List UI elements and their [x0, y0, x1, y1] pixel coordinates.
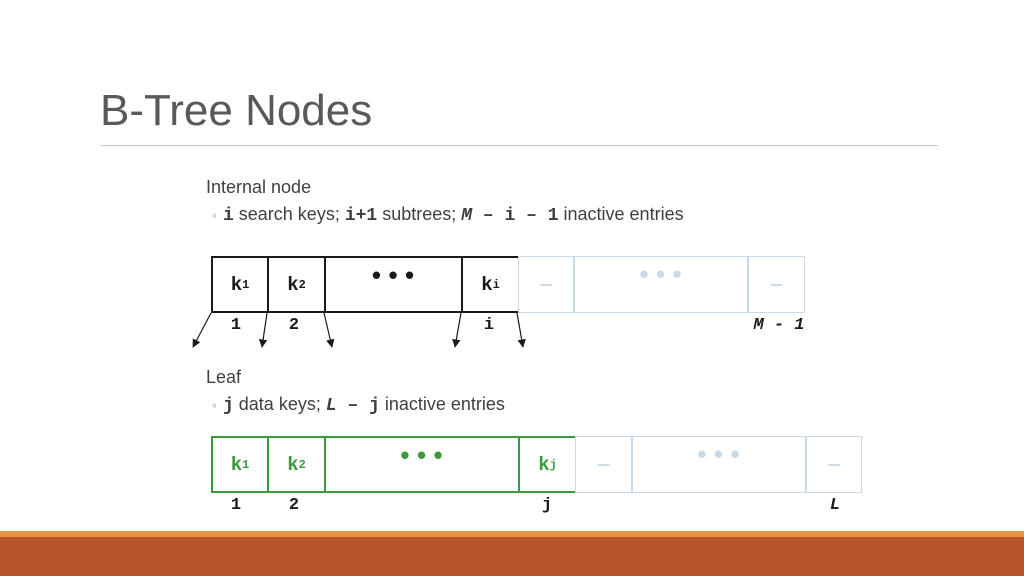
internal-index-label: 2: [288, 316, 300, 335]
internal-run: i+1: [344, 206, 378, 226]
subtree-arrow-4: [452, 312, 462, 348]
key-subscript: 2: [298, 277, 306, 292]
key-subscript: 1: [242, 457, 250, 472]
key-label: —: [770, 273, 783, 296]
key-subscript: 2: [298, 457, 306, 472]
subtree-arrow-2: [258, 312, 268, 348]
subtree-arrow-5: [516, 312, 526, 348]
internal-index-label: M - 1: [753, 316, 805, 335]
subtree-arrow-3: [323, 312, 335, 348]
leaf-run: – j: [336, 396, 380, 416]
internal-index-label: 1: [230, 316, 242, 335]
key-label: •••: [397, 442, 447, 472]
internal-node-heading: Internal node: [206, 177, 312, 197]
leaf-index-label: 2: [288, 496, 300, 515]
key-label: —: [828, 453, 840, 476]
internal-run: M: [461, 206, 473, 226]
internal-bullet-text: i search keys; i+1 subtrees; M – i – 1 i…: [222, 204, 684, 226]
leaf-run: L: [325, 396, 337, 416]
key-label: k: [230, 453, 243, 476]
leaf-heading: Leaf: [206, 367, 242, 387]
key-label: •••: [636, 261, 686, 291]
leaf-index-label: L: [829, 496, 841, 515]
leaf-bullet: ◦ j data keys; L – j inactive entries: [212, 394, 505, 416]
internal-run: subtrees;: [377, 204, 462, 224]
key-label: •••: [368, 262, 419, 292]
leaf-key-cell: —: [575, 436, 632, 493]
title-divider: [100, 145, 938, 146]
key-label: k: [481, 273, 493, 296]
internal-key-cell: —: [518, 256, 574, 313]
subtree-arrow-1: [192, 312, 212, 348]
leaf-key-cell: —: [806, 436, 862, 493]
internal-node-bullet: ◦ i search keys; i+1 subtrees; M – i – 1 …: [212, 204, 684, 226]
internal-run: search keys;: [233, 204, 345, 224]
footer-accent-bar: [0, 537, 1024, 576]
internal-key-cell: —: [748, 256, 805, 313]
key-label: k: [287, 273, 299, 296]
footer-accent-stripe: [0, 531, 1024, 537]
key-subscript: 1: [242, 277, 250, 292]
bullet-marker-icon: ◦: [212, 207, 217, 223]
leaf-index-label: j: [541, 496, 553, 515]
internal-run: inactive entries: [558, 204, 684, 224]
key-subscript: i: [492, 277, 500, 292]
slide-title: B-Tree Nodes: [100, 86, 373, 135]
internal-index-label: i: [483, 316, 495, 335]
leaf-run: j: [222, 396, 234, 416]
internal-run: i: [222, 206, 234, 226]
key-subscript: j: [549, 457, 557, 472]
bullet-marker-icon: ◦: [212, 397, 217, 413]
key-label: k: [538, 453, 550, 476]
leaf-run: data keys;: [233, 394, 326, 414]
internal-key-cell: •••: [574, 256, 748, 313]
leaf-bullet-text: j data keys; L – j inactive entries: [222, 394, 505, 416]
key-label: —: [597, 453, 610, 476]
leaf-index-label: 1: [230, 496, 242, 515]
key-label: k: [287, 453, 299, 476]
leaf-key-cell: •••: [632, 436, 806, 493]
leaf-run: inactive entries: [379, 394, 505, 414]
leaf-key-cell: •••: [324, 436, 520, 493]
internal-key-cell: •••: [324, 256, 463, 313]
key-label: •••: [694, 441, 744, 471]
key-label: —: [540, 273, 552, 296]
internal-run: – i – 1: [472, 206, 559, 226]
key-label: k: [230, 273, 243, 296]
